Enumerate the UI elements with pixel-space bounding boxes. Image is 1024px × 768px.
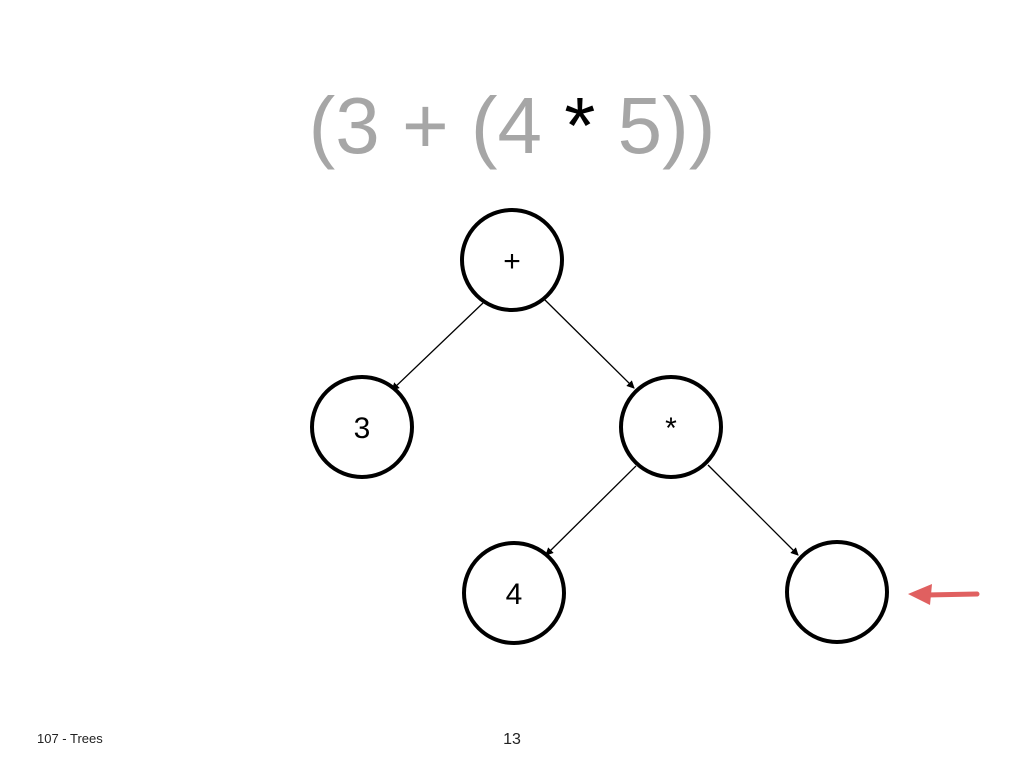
- expression-before: (3 + (4: [308, 81, 565, 170]
- left-arrow-icon: [908, 584, 980, 605]
- edge-plus-to-times: [544, 299, 635, 389]
- expression-highlight-operator: *: [564, 81, 596, 170]
- expression-after: 5)): [595, 81, 716, 170]
- tree-node-four: 4: [462, 541, 566, 645]
- expression-title: (3 + (4 * 5)): [0, 78, 1024, 174]
- node-label-times: *: [665, 412, 677, 445]
- edge-plus-to-three: [391, 302, 484, 391]
- footer-course-label: 107 - Trees: [37, 731, 103, 746]
- tree-node-three: 3: [310, 375, 414, 479]
- tree-node-plus: +: [460, 208, 564, 312]
- tree-node-empty: [785, 540, 889, 644]
- edge-times-to-empty: [707, 464, 799, 556]
- slide-page-number: 13: [503, 731, 521, 748]
- node-label-four: 4: [506, 578, 523, 611]
- node-label-three: 3: [354, 412, 371, 445]
- tree-node-times: *: [619, 375, 723, 479]
- edge-times-to-four: [545, 465, 637, 556]
- node-label-plus: +: [503, 245, 521, 278]
